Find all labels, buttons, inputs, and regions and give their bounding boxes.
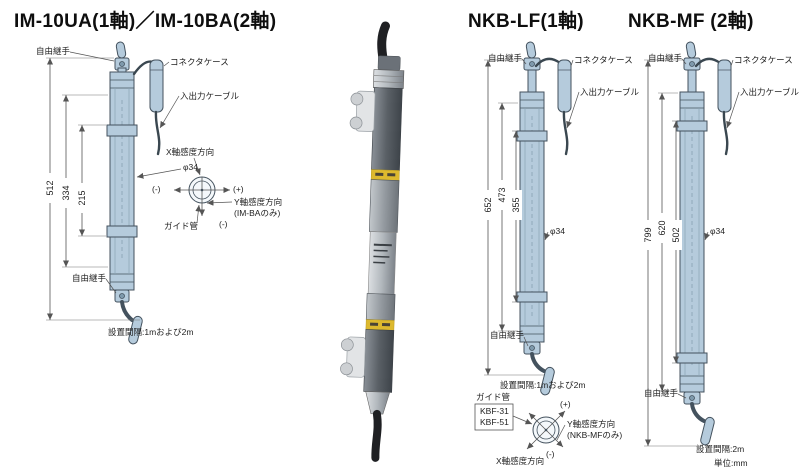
nkb-lf-guide-tube-section [474,403,566,450]
nkb-mf-connector-case [717,59,732,113]
nkb-lf-label-free-joint-bottom: 自由継手 [490,330,525,340]
photo-top-cable [377,21,390,65]
nkb-lf-bottom-joint-rod [530,352,546,373]
nkb-mf-io-cable [722,110,729,156]
nkb-lf-label-install-note: 設置間隔:1mおよび2m [500,380,586,390]
nkb-lf-dim-inner: 355 [510,190,522,220]
im-connector-case [149,59,164,113]
photo-guide-wheel [340,362,353,376]
nkb-mf-dim-inner: 502 [670,220,682,250]
nkb-lf-label-guide-tube: ガイド管 [476,392,511,402]
im-label-free-joint-bottom: 自由継手 [72,273,107,283]
nkb-lf-label-diameter: φ34 [550,226,565,236]
nkb-mf-dim-overall: 799 [642,220,654,250]
im-label-install-note: 設置間隔:1mおよび2m [108,327,194,337]
nkb-mf-label-free-joint-bottom: 自由継手 [644,388,679,398]
photo-bottom-cable [371,409,382,462]
nkb-mf-device-drawing [676,41,732,446]
im-label-y-minus: (-) [219,219,228,229]
nkb-lf-label-io-cable: 入出力ケーブル [580,87,639,97]
im-device-drawing [106,41,164,345]
nkb-lf-io-cable [562,110,569,156]
nkb-lf-dim-overall: 652 [482,190,494,220]
nkb-lf-leader-lines [521,58,580,441]
nkb-lf-label-y-axis: Y軸感度方向 [567,419,616,429]
nkb-mf-bottom-joint-rod [690,402,706,423]
photo-guide-wheel [340,338,354,352]
nkb-mf-leader-lines [677,58,740,399]
im-guide-tube-section [174,176,230,216]
nkb-lf-label-y-axis-note: (NKB-MFのみ) [567,430,623,440]
nkb-lf-label-connector-case: コネクタケース [574,55,633,65]
nkb-lf-label-x-axis: X軸感度方向 [496,456,545,466]
nkb-mf-label-connector-case: コネクタケース [734,55,793,65]
nkb-mf-label-io-cable: 入出力ケーブル [740,87,799,97]
nkb-lf-label-free-joint-top: 自由継手 [488,53,523,63]
im-label-diameter: φ34 [183,162,198,172]
photo-guide-wheel [350,92,364,106]
im-dim-overall: 512 [44,173,56,203]
title-im-models: IM-10UA(1軸)／IM-10BA(2軸) [14,11,277,32]
nkb-mf-label-install-note: 設置間隔:2m [696,444,745,454]
nkb-lf-label-y-minus: (-) [546,449,555,459]
im-label-y-axis: Y軸感度方向 [234,197,283,207]
nkb-mf-dim-mid: 620 [656,213,668,243]
im-dim-mid: 334 [60,178,72,208]
im-leader-lines [69,51,233,294]
im-label-x-minus: (-) [152,184,161,194]
im-label-guide-tube: ガイド管 [164,221,199,231]
nkb-mf-label-free-joint-top: 自由継手 [648,53,683,63]
im-label-x-plus: (+) [233,184,244,194]
im-io-cable [154,110,161,156]
photo-guide-wheel [349,116,363,130]
im-label-io-cable: 入出力ケーブル [180,91,239,101]
im-label-y-axis-note: (IM-BAのみ) [234,208,281,218]
nkb-lf-dim-mid: 473 [496,180,508,210]
nkb-lf-label-x-plus: (+) [560,399,571,409]
product-photo [340,21,405,462]
nkb-lf-connector-case [557,59,572,113]
nkb-mf-label-unit-note: 単位:mm [714,458,748,468]
title-nkb-mf: NKB-MF (2軸) [628,11,754,32]
im-label-x-axis: X軸感度方向 [166,147,215,157]
nkb-lf-guide-model-box [474,403,514,431]
im-bottom-joint-rod [120,300,134,322]
nkb-mf-label-diameter: φ34 [710,226,725,236]
im-label-connector-case: コネクタケース [170,57,229,67]
title-nkb-lf: NKB-LF(1軸) [468,11,584,32]
nkb-lf-connector-link-cable [534,57,562,68]
nkb-lf-device-drawing [516,41,572,396]
im-label-free-joint-top: 自由継手 [36,46,71,56]
im-dim-inner: 215 [76,183,88,213]
nkb-lf-guide-model-1: KBF-31 [480,406,509,416]
nkb-mf-connector-link-cable [694,57,722,68]
nkb-lf-guide-model-2: KBF-51 [480,417,509,427]
